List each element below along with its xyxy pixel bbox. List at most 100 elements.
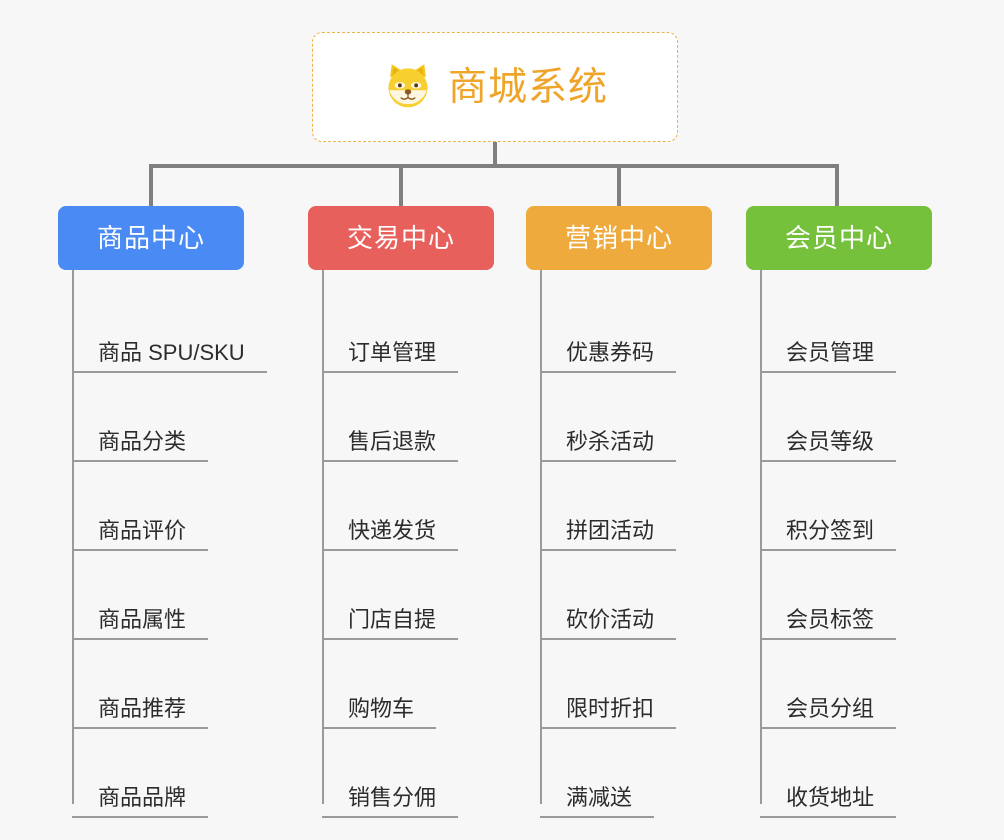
leaf-item[interactable]: 商品分类 (58, 373, 244, 462)
leaf-item-underline: 订单管理 (322, 339, 459, 373)
leaf-item-label: 商品分类 (98, 428, 187, 454)
branch-leaf-list-3: 优惠券码秒杀活动拼团活动砍价活动限时折扣满减送 (526, 270, 712, 818)
leaf-item-underline: 销售分佣 (322, 784, 459, 818)
leaf-item-label: 商品推荐 (98, 695, 187, 721)
leaf-item-label: 会员标签 (786, 606, 875, 632)
leaf-item[interactable]: 拼团活动 (526, 462, 712, 551)
leaf-item[interactable]: 收货地址 (746, 729, 932, 818)
leaf-item-underline: 拼团活动 (540, 517, 677, 551)
leaf-trunk-line (540, 270, 542, 804)
leaf-item-label: 限时折扣 (566, 695, 655, 721)
branch-header-3[interactable]: 营销中心 (526, 206, 712, 270)
leaf-item-underline: 会员等级 (760, 428, 897, 462)
leaf-item-label: 商品品牌 (98, 784, 187, 810)
leaf-item-underline: 商品推荐 (72, 695, 209, 729)
leaf-item[interactable]: 会员标签 (746, 551, 932, 640)
branch-header-label: 商品中心 (96, 223, 205, 253)
leaf-item[interactable]: 订单管理 (308, 284, 494, 373)
leaf-item-underline: 购物车 (322, 695, 437, 729)
leaf-item-label: 会员管理 (786, 339, 875, 365)
branch-drop-line-4 (835, 164, 839, 208)
leaf-item-label: 砍价活动 (566, 606, 655, 632)
branch-header-label: 会员中心 (784, 223, 893, 253)
branch-column-1: 商品中心商品 SPU/SKU 商品分类商品评价商品属性商品推荐商品品牌 (58, 206, 267, 818)
leaf-item-underline: 会员分组 (760, 695, 897, 729)
leaf-item-underline: 会员管理 (760, 339, 897, 373)
leaf-item[interactable]: 满减送 (526, 729, 712, 818)
leaf-item-label: 会员等级 (786, 428, 875, 454)
leaf-item-underline: 商品评价 (72, 517, 209, 551)
leaf-item-underline: 会员标签 (760, 606, 897, 640)
leaf-item[interactable]: 商品推荐 (58, 640, 244, 729)
leaf-item[interactable]: 会员管理 (746, 284, 932, 373)
leaf-item-label: 门店自提 (348, 606, 437, 632)
leaf-item-label: 满减送 (566, 784, 633, 810)
leaf-item[interactable]: 秒杀活动 (526, 373, 712, 462)
leaf-trunk-line (760, 270, 762, 804)
branch-leaf-list-2: 订单管理售后退款快递发货门店自提购物车销售分佣 (308, 270, 494, 818)
branch-header-1[interactable]: 商品中心 (58, 206, 244, 270)
branch-header-label: 营销中心 (564, 223, 673, 253)
leaf-item[interactable]: 销售分佣 (308, 729, 494, 818)
leaf-item[interactable]: 积分签到 (746, 462, 932, 551)
leaf-item-label: 会员分组 (786, 695, 875, 721)
root-title: 商城系统 (447, 65, 608, 109)
leaf-item-label: 销售分佣 (348, 784, 437, 810)
leaf-item-label: 优惠券码 (566, 339, 655, 365)
leaf-item-underline: 积分签到 (760, 517, 897, 551)
leaf-trunk-line (72, 270, 74, 804)
leaf-item-label: 快递发货 (348, 517, 437, 543)
leaf-item[interactable]: 会员分组 (746, 640, 932, 729)
leaf-item[interactable]: 砍价活动 (526, 551, 712, 640)
leaf-item[interactable]: 商品 SPU/SKU (58, 284, 267, 373)
leaf-item-label: 商品评价 (98, 517, 187, 543)
leaf-item-label: 商品属性 (98, 606, 187, 632)
leaf-item[interactable]: 商品评价 (58, 462, 244, 551)
root-trunk-bus (149, 164, 839, 168)
leaf-item-underline: 商品分类 (72, 428, 209, 462)
leaf-item-label: 订单管理 (348, 339, 437, 365)
leaf-item-label: 商品 SPU/SKU (98, 339, 245, 365)
leaf-item-label: 购物车 (348, 695, 415, 721)
leaf-item-underline: 商品属性 (72, 606, 209, 640)
leaf-item[interactable]: 购物车 (308, 640, 494, 729)
root-node[interactable]: 商城系统 (312, 32, 678, 142)
leaf-item-underline: 快递发货 (322, 517, 459, 551)
branch-drop-line-3 (617, 164, 621, 208)
leaf-item-underline: 商品品牌 (72, 784, 209, 818)
leaf-item-underline: 秒杀活动 (540, 428, 677, 462)
branch-header-2[interactable]: 交易中心 (308, 206, 494, 270)
branch-column-2: 交易中心订单管理售后退款快递发货门店自提购物车销售分佣 (308, 206, 494, 818)
leaf-trunk-line (322, 270, 324, 804)
leaf-item-label: 收货地址 (786, 784, 875, 810)
leaf-item[interactable]: 会员等级 (746, 373, 932, 462)
leaf-item-label: 秒杀活动 (566, 428, 655, 454)
leaf-item[interactable]: 商品属性 (58, 551, 244, 640)
branch-drop-line-2 (399, 164, 403, 208)
leaf-item-underline: 优惠券码 (540, 339, 677, 373)
leaf-item-underline: 商品 SPU/SKU (72, 339, 267, 373)
leaf-item-label: 拼团活动 (566, 517, 655, 543)
branch-column-3: 营销中心优惠券码秒杀活动拼团活动砍价活动限时折扣满减送 (526, 206, 712, 818)
branch-leaf-list-4: 会员管理会员等级积分签到会员标签会员分组收货地址 (746, 270, 932, 818)
root-trunk-stem (493, 142, 497, 167)
branch-header-4[interactable]: 会员中心 (746, 206, 932, 270)
leaf-item-underline: 收货地址 (760, 784, 897, 818)
leaf-item-label: 售后退款 (348, 428, 437, 454)
leaf-item[interactable]: 门店自提 (308, 551, 494, 640)
leaf-item[interactable]: 快递发货 (308, 462, 494, 551)
leaf-item-label: 积分签到 (786, 517, 875, 543)
branch-leaf-list-1: 商品 SPU/SKU 商品分类商品评价商品属性商品推荐商品品牌 (58, 270, 267, 818)
shiba-dog-face-icon (388, 64, 428, 108)
leaf-item-underline: 满减送 (540, 784, 655, 818)
leaf-item[interactable]: 商品品牌 (58, 729, 244, 818)
branch-column-4: 会员中心会员管理会员等级积分签到会员标签会员分组收货地址 (746, 206, 932, 818)
leaf-item-underline: 售后退款 (322, 428, 459, 462)
leaf-item-underline: 砍价活动 (540, 606, 677, 640)
leaf-item-underline: 限时折扣 (540, 695, 677, 729)
branch-header-label: 交易中心 (346, 223, 455, 253)
leaf-item[interactable]: 限时折扣 (526, 640, 712, 729)
leaf-item[interactable]: 优惠券码 (526, 284, 712, 373)
leaf-item[interactable]: 售后退款 (308, 373, 494, 462)
